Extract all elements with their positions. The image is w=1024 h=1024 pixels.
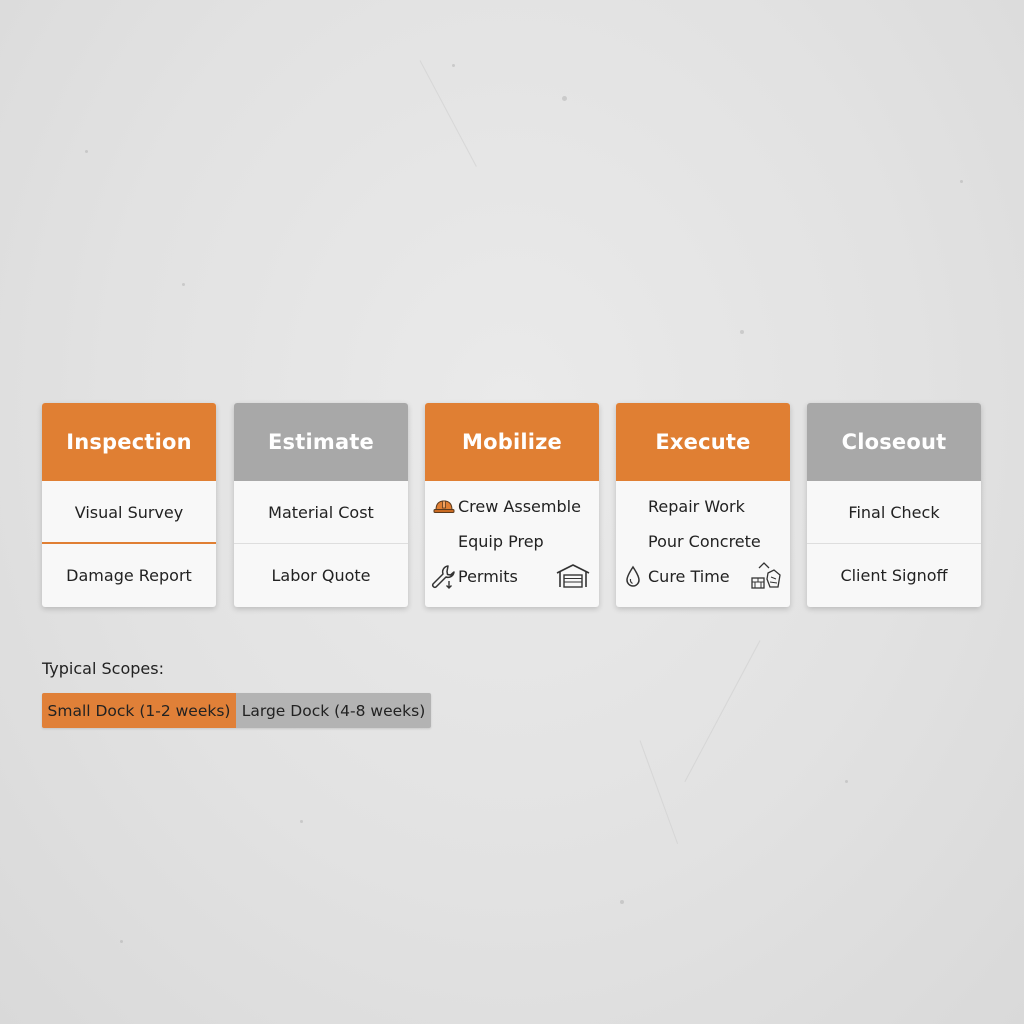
stage-title: Inspection bbox=[42, 403, 216, 481]
stage-card-closeout: Closeout Final Check Client Signoff bbox=[807, 403, 981, 607]
water-drop-icon bbox=[624, 565, 642, 593]
stage-item: Repair Work bbox=[648, 497, 745, 516]
stage-card-inspection: Inspection Visual Survey Damage Report bbox=[42, 403, 216, 607]
construction-materials-icon bbox=[750, 561, 782, 595]
stage-item: Material Cost bbox=[268, 503, 374, 522]
stage-item: Damage Report bbox=[66, 566, 192, 585]
stages-flow: Inspection Visual Survey Damage Report E… bbox=[42, 403, 982, 607]
stage-body: Repair Work Pour Concrete Cure Time bbox=[616, 481, 790, 607]
wrench-icon bbox=[429, 563, 457, 595]
stage-item-row: Cure Time bbox=[616, 559, 790, 593]
stage-item: Client Signoff bbox=[840, 566, 948, 585]
scope-small-dock: Small Dock (1-2 weeks) bbox=[42, 693, 236, 728]
stage-item: Equip Prep bbox=[458, 532, 544, 551]
stage-item-row: Repair Work bbox=[616, 489, 790, 523]
stage-title: Execute bbox=[616, 403, 790, 481]
stage-item-row: Permits bbox=[425, 559, 599, 593]
scopes-title: Typical Scopes: bbox=[42, 659, 164, 678]
stage-item-row: Equip Prep bbox=[425, 524, 599, 558]
stage-item: Pour Concrete bbox=[648, 532, 761, 551]
garage-icon bbox=[555, 563, 591, 593]
scopes-bar: Small Dock (1-2 weeks) Large Dock (4-8 w… bbox=[42, 693, 431, 728]
stage-body: Crew Assemble Equip Prep Permits bbox=[425, 481, 599, 607]
stage-item: Cure Time bbox=[648, 567, 730, 586]
stage-title: Estimate bbox=[234, 403, 408, 481]
divider bbox=[42, 542, 216, 544]
scope-large-dock: Large Dock (4-8 weeks) bbox=[236, 693, 431, 728]
stage-body: Visual Survey Damage Report bbox=[42, 481, 216, 607]
stage-item: Labor Quote bbox=[271, 566, 371, 585]
stage-body: Final Check Client Signoff bbox=[807, 481, 981, 607]
stage-title: Mobilize bbox=[425, 403, 599, 481]
stage-item-row: Crew Assemble bbox=[425, 489, 599, 523]
stage-card-execute: Execute Repair Work Pour Concrete Cure T… bbox=[616, 403, 790, 607]
stage-item: Permits bbox=[458, 567, 518, 586]
stage-card-mobilize: Mobilize Crew Assemble Equip Prep bbox=[425, 403, 599, 607]
stage-body: Material Cost Labor Quote bbox=[234, 481, 408, 607]
hard-hat-icon bbox=[433, 497, 455, 519]
stage-item: Crew Assemble bbox=[458, 497, 581, 516]
stage-item-row: Pour Concrete bbox=[616, 524, 790, 558]
divider bbox=[234, 543, 408, 544]
divider bbox=[807, 543, 981, 544]
stage-title: Closeout bbox=[807, 403, 981, 481]
stage-item: Final Check bbox=[848, 503, 940, 522]
stage-card-estimate: Estimate Material Cost Labor Quote bbox=[234, 403, 408, 607]
stage-item: Visual Survey bbox=[74, 503, 184, 522]
